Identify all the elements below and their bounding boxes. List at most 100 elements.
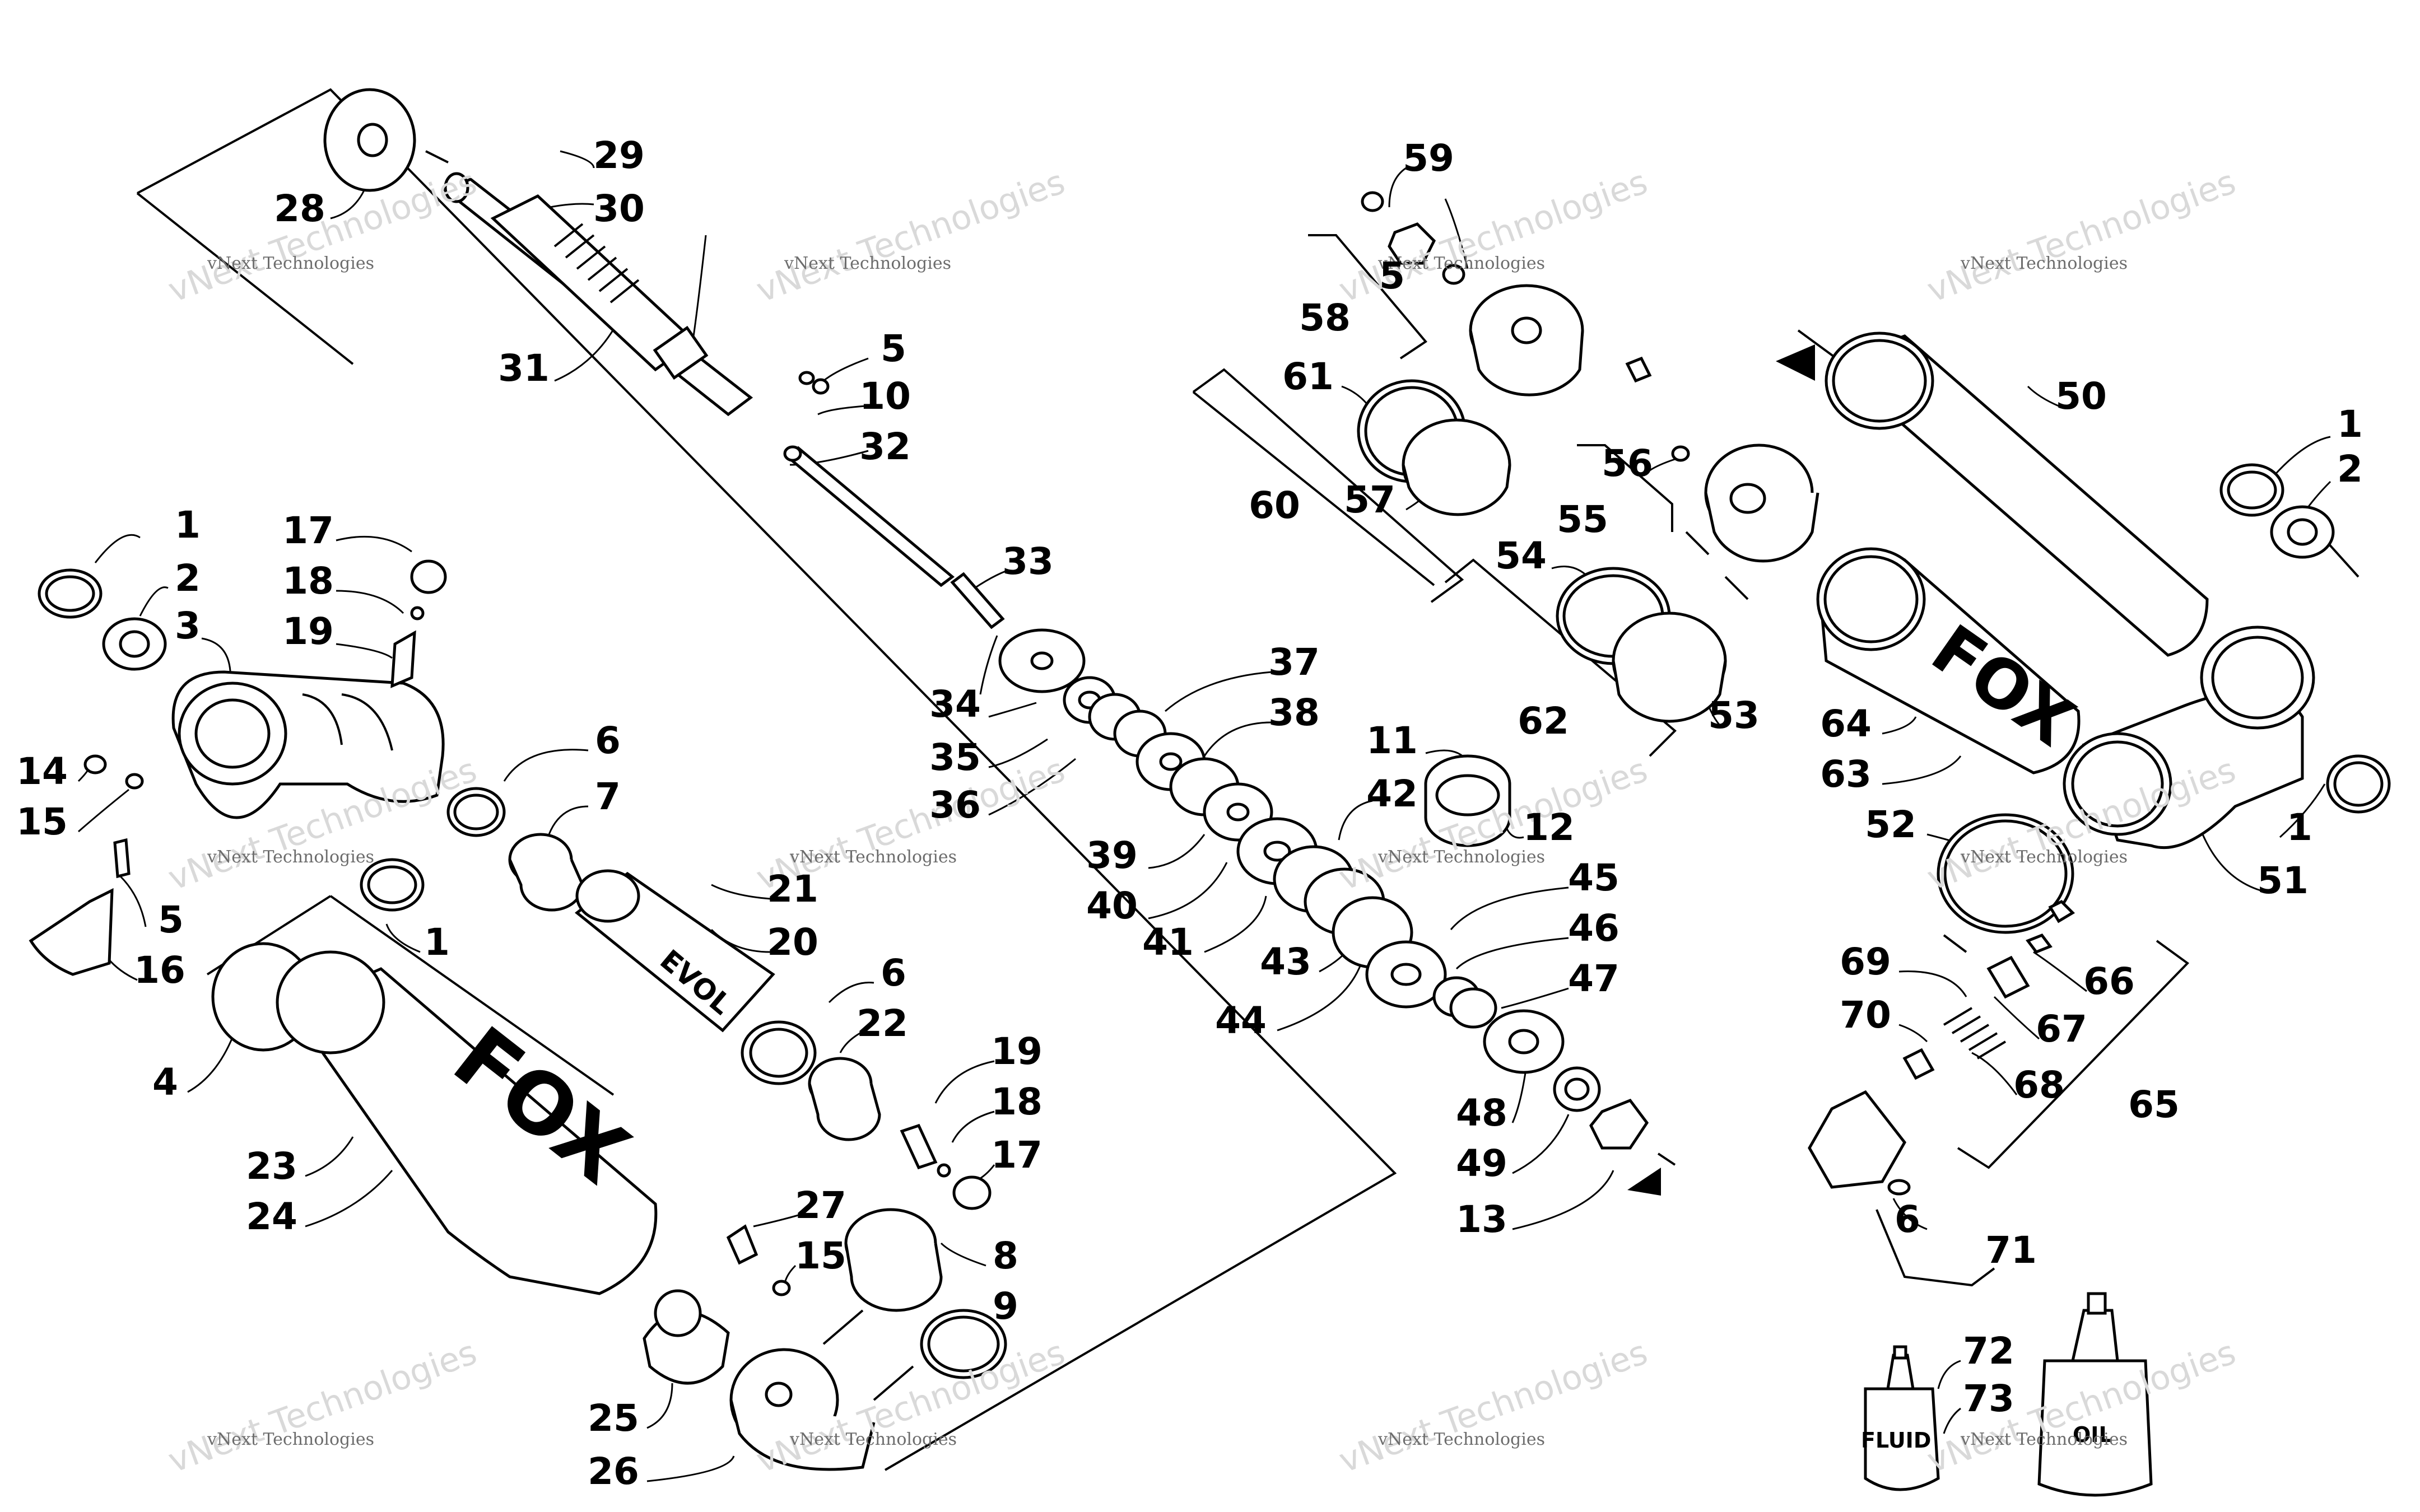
reservoir-arrow-marker (1776, 344, 1815, 381)
callout-c28: 28 (274, 187, 325, 230)
oil-bottle-label: OIL (2073, 1422, 2112, 1447)
assembly-arrow-marker (1627, 1168, 1661, 1196)
callout-c45: 45 (1568, 856, 1619, 899)
callout-c47: 47 (1568, 957, 1619, 1000)
callout-c11: 11 (1366, 719, 1418, 762)
watermark-large: vNext Technologies (1334, 1333, 1653, 1481)
callout-c18a: 18 (282, 559, 334, 603)
callout-c17b: 17 (991, 1133, 1043, 1177)
watermark-small: vNext Technologies (789, 1430, 957, 1449)
callout-c33: 33 (1002, 540, 1054, 583)
callout-c72: 72 (1963, 1329, 2014, 1373)
callout-c9: 9 (993, 1285, 1018, 1328)
callout-c15b: 15 (795, 1234, 846, 1277)
callout-c29: 29 (593, 134, 645, 177)
callout-c31: 31 (498, 347, 550, 390)
callout-c1d: 1 (2287, 806, 2312, 849)
shaft-assembly (323, 88, 1676, 1196)
shim-stack (998, 628, 1649, 1150)
fluid-bottle-label: FLUID (1861, 1428, 1931, 1453)
callout-c2b: 2 (2337, 447, 2363, 491)
callout-c65: 65 (2128, 1083, 2180, 1126)
callout-c6b: 6 (881, 951, 906, 995)
callout-c3: 3 (175, 604, 201, 647)
reservoir-assembly: FOX (1776, 332, 2391, 934)
watermark-small: vNext Technologies (1377, 254, 1545, 273)
callout-c44: 44 (1215, 999, 1267, 1042)
callout-c48: 48 (1456, 1091, 1507, 1135)
callout-c4: 4 (152, 1061, 178, 1104)
callout-c38: 38 (1268, 691, 1320, 734)
callout-c50: 50 (2055, 375, 2107, 418)
callout-c42: 42 (1366, 772, 1418, 815)
callout-c73: 73 (1963, 1377, 2014, 1420)
watermark-small: vNext Technologies (789, 847, 957, 867)
callout-c35: 35 (929, 736, 981, 779)
callout-c53: 53 (1708, 694, 1760, 737)
watermark-small: vNext Technologies (207, 254, 374, 273)
callout-c70: 70 (1840, 993, 1891, 1037)
callout-c68: 68 (2013, 1063, 2065, 1107)
watermark-large: vNext Technologies (163, 1333, 482, 1481)
callout-c36: 36 (929, 783, 981, 827)
callout-c6a: 6 (595, 719, 621, 762)
fluid-bottle: FLUID (1861, 1345, 1940, 1491)
callout-c63: 63 (1820, 753, 1872, 796)
callout-c23: 23 (246, 1145, 297, 1188)
watermark-small: vNext Technologies (1960, 847, 2128, 867)
callout-c1a: 1 (175, 503, 201, 547)
callout-c8: 8 (993, 1234, 1018, 1277)
callout-c17a: 17 (282, 509, 334, 552)
callout-c10a: 10 (859, 375, 911, 418)
callout-c5b: 5 (158, 898, 184, 941)
shaft-spring-coils (553, 223, 640, 304)
callout-c52: 52 (1865, 803, 1916, 846)
callout-c13: 13 (1456, 1198, 1507, 1241)
callout-c7: 7 (595, 775, 621, 818)
callout-c6c: 6 (1895, 1198, 1920, 1241)
callout-c5c: 5 (1379, 254, 1405, 297)
callout-c30: 30 (593, 187, 645, 230)
callout-c51: 51 (2257, 859, 2309, 902)
callout-c58: 58 (1299, 296, 1351, 339)
callout-c61: 61 (1282, 355, 1334, 398)
callout-c22: 22 (857, 1002, 908, 1045)
callout-c55: 55 (1557, 498, 1608, 541)
adjuster-spring (1943, 1007, 2007, 1060)
watermark-small: vNext Technologies (784, 254, 951, 273)
bottles: FLUID OIL (1861, 1292, 2153, 1497)
watermark-small: vNext Technologies (1960, 1430, 2128, 1449)
adjuster-assembly (1808, 899, 2075, 1196)
watermark-small: vNext Technologies (1960, 254, 2128, 273)
oil-bottle: OIL (2037, 1292, 2153, 1497)
callout-c5a: 5 (881, 327, 906, 370)
callout-c71: 71 (1985, 1229, 2037, 1272)
callout-c66: 66 (2083, 960, 2135, 1003)
callout-c62: 62 (1518, 699, 1569, 743)
callout-c39: 39 (1086, 834, 1138, 877)
callout-c67: 67 (2036, 1007, 2087, 1051)
callout-c41: 41 (1142, 921, 1194, 964)
callout-c12: 12 (1523, 806, 1575, 849)
callout-c59: 59 (1403, 137, 1454, 180)
callout-c69: 69 (1840, 940, 1891, 983)
callout-c1c: 1 (2337, 403, 2363, 446)
callout-c27: 27 (795, 1184, 846, 1227)
callout-c1b: 1 (424, 921, 450, 964)
callout-c16: 16 (134, 949, 185, 992)
callout-c21: 21 (767, 867, 818, 911)
callout-c46: 46 (1568, 907, 1619, 950)
group-frames (136, 88, 2360, 1471)
callout-c25: 25 (588, 1397, 639, 1440)
watermark-large: vNext Technologies (1922, 162, 2241, 310)
callout-c19b: 19 (991, 1030, 1043, 1073)
callout-c40: 40 (1086, 884, 1138, 927)
watermark-small: vNext Technologies (207, 847, 374, 867)
callout-c49: 49 (1456, 1142, 1507, 1185)
callout-c26: 26 (588, 1450, 639, 1493)
callout-c14: 14 (16, 750, 68, 793)
callout-c60: 60 (1249, 484, 1300, 527)
reservoir-cap-assembly (1357, 191, 1819, 723)
watermark-small: vNext Technologies (1377, 1430, 1545, 1449)
